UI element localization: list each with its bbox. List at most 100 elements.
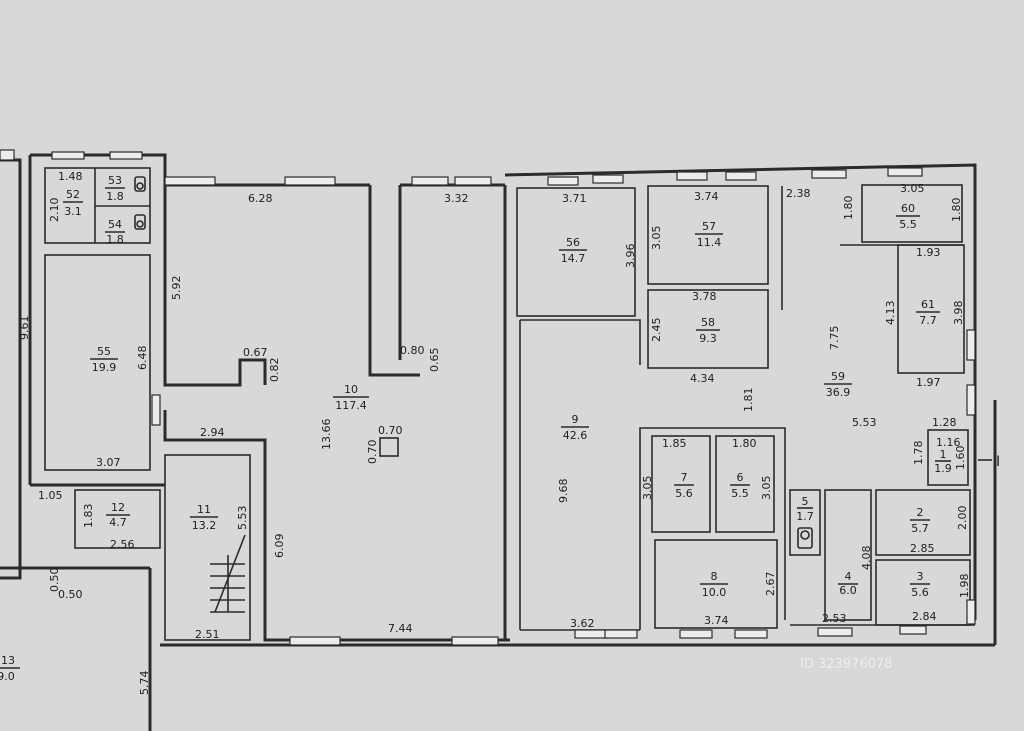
- room-57: 57 11.4: [695, 220, 723, 249]
- dimension: 9.61: [18, 316, 31, 341]
- room-area: 19.9: [92, 361, 117, 374]
- room-area: 5.6: [675, 487, 693, 500]
- dimension: 5.92: [170, 276, 183, 301]
- room-area: 1.9: [934, 462, 952, 475]
- room-52: 52 3.1: [63, 188, 83, 218]
- dimension: 3.74: [694, 190, 719, 203]
- room-number: 60: [901, 202, 915, 215]
- room-number: 61: [921, 298, 935, 311]
- dimension: 0.80: [400, 344, 425, 357]
- room-4: 4 6.0: [838, 570, 858, 597]
- dimension: 1.16: [936, 436, 961, 449]
- dimension: 7.44: [388, 622, 413, 635]
- dimension: 1.80: [842, 196, 855, 221]
- room-number: 9: [572, 413, 579, 426]
- room-59: 59 36.9: [824, 370, 852, 399]
- stairs: [210, 534, 246, 613]
- room-area: 3.1: [64, 205, 82, 218]
- room-9: 9 42.6: [561, 413, 589, 442]
- dimension: 1.60: [954, 446, 967, 471]
- room-number: 13: [1, 654, 15, 667]
- room-area: 1.7: [796, 510, 814, 523]
- dimension: 3.05: [760, 476, 773, 501]
- room-number: 11: [197, 503, 211, 516]
- room-area: 5.5: [731, 487, 749, 500]
- dimension: 2.00: [956, 506, 969, 531]
- dimension: 1.80: [950, 198, 963, 223]
- dimension: 2.56: [110, 538, 135, 551]
- room-7: 7 5.6: [674, 471, 694, 500]
- room-number: 8: [711, 570, 718, 583]
- room-12: 12 4.7: [106, 501, 130, 529]
- dimension: 0.70: [366, 440, 379, 465]
- room-number: 4: [845, 570, 852, 583]
- room-area: 1.8: [106, 190, 124, 203]
- room-area: 1.8: [106, 233, 124, 246]
- room-53: 53 1.8: [105, 174, 125, 203]
- dimension: 1.85: [662, 437, 687, 450]
- toilet-icon: [797, 527, 813, 549]
- room-60: 60 5.5: [896, 202, 920, 231]
- dimension: 1.48: [58, 170, 83, 183]
- dimension: 13.66: [320, 419, 333, 451]
- dimension: 3.05: [650, 226, 663, 251]
- room-56: 56 14.7: [559, 236, 587, 265]
- room-area: 42.6: [563, 429, 588, 442]
- room-number: 6: [737, 471, 744, 484]
- dimension: 4.13: [884, 301, 897, 326]
- dimension: 1.98: [958, 574, 971, 599]
- dimension: 1.05: [38, 489, 63, 502]
- toilet-icon: [134, 176, 146, 192]
- dimension: 6.28: [248, 192, 273, 205]
- dimension: 0.50: [48, 568, 61, 593]
- section-mark: I: [996, 454, 1000, 470]
- room-number: 56: [566, 236, 580, 249]
- dimension: 3.32: [444, 192, 469, 205]
- dimension: 5.53: [852, 416, 877, 429]
- room-number: 1: [940, 448, 947, 461]
- dimension: 1.93: [916, 246, 941, 259]
- dimension: 0.65: [428, 348, 441, 373]
- dimension: 3.98: [952, 301, 965, 326]
- dimension: 9.68: [557, 479, 570, 504]
- room-area: 11.4: [697, 236, 722, 249]
- dimension: 5.53: [236, 506, 249, 531]
- dimension: 2.10: [48, 198, 61, 223]
- toilet-icons: [134, 176, 813, 549]
- room-area: 36.9: [826, 386, 851, 399]
- room-number: 7: [681, 471, 688, 484]
- room-area: 7.7: [919, 314, 937, 327]
- dimension: 3.74: [704, 614, 729, 627]
- room-area: 5.6: [911, 586, 929, 599]
- dimension-labels: 1.48 2.10 9.61 5.92 6.48 3.07 1.05 1.83 …: [18, 170, 971, 695]
- room-3: 3 5.6: [910, 570, 930, 599]
- room-number: 10: [344, 383, 358, 396]
- dimension: 0.82: [268, 358, 281, 383]
- room-8: 8 10.0: [700, 570, 728, 599]
- room-number: 55: [97, 345, 111, 358]
- dimension: 2.84: [912, 610, 937, 623]
- dimension: 3.05: [900, 182, 925, 195]
- dimension: 1.80: [732, 437, 757, 450]
- room-area: 6.0: [839, 584, 857, 597]
- room-number: 57: [702, 220, 716, 233]
- room-area: 9.3: [699, 332, 717, 345]
- room-area: 117.4: [335, 399, 367, 412]
- dimension: 2.51: [195, 628, 220, 641]
- room-area: 9.0: [0, 670, 15, 683]
- room-11: 11 13.2: [190, 503, 218, 532]
- room-area: 13.2: [192, 519, 217, 532]
- dimension: 1.97: [916, 376, 941, 389]
- room-1: 1 1.9: [934, 448, 952, 475]
- room-61: 61 7.7: [916, 298, 940, 327]
- dimension: 5.74: [138, 671, 151, 696]
- room-number: 5: [802, 495, 809, 508]
- dimension: 3.07: [96, 456, 121, 469]
- dimension: 4.34: [690, 372, 715, 385]
- room-58: 58 9.3: [696, 316, 720, 345]
- room-55: 55 19.9: [90, 345, 118, 374]
- dimension: 1.83: [82, 504, 95, 529]
- dimension: 1.81: [742, 388, 755, 413]
- dimension: 2.85: [910, 542, 935, 555]
- room-number: 53: [108, 174, 122, 187]
